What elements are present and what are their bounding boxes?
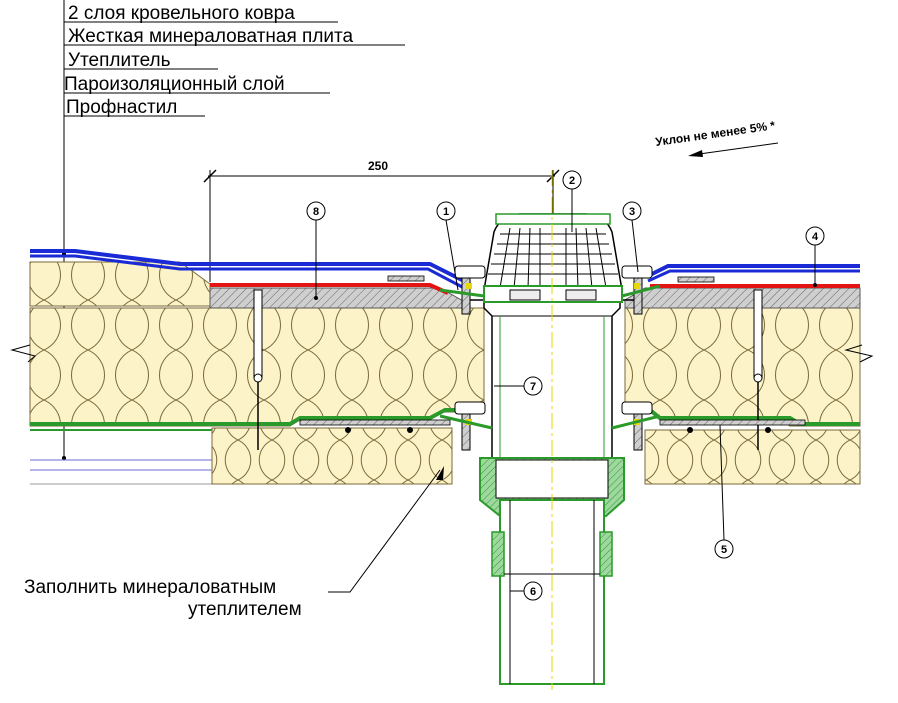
fill-note: Заполнить минераловатным утеплителем — [24, 466, 444, 620]
callout-7 — [523, 376, 543, 396]
screed-right — [624, 287, 861, 309]
roof-drain — [439, 170, 661, 690]
layer-legend: 2 слоя кровельного ковра Жесткая минерал… — [62, 0, 405, 460]
roof-section — [10, 249, 874, 485]
callout-2 — [562, 170, 582, 190]
callout-5 — [714, 539, 734, 559]
svg-text:8: 8 — [313, 206, 319, 218]
fasteners — [253, 275, 806, 450]
callout-6 — [523, 581, 543, 601]
svg-text:3: 3 — [629, 206, 635, 218]
slope-note-text: Уклон не менее 5% * — [654, 118, 776, 149]
svg-text:2: 2 — [569, 175, 575, 187]
break-left — [10, 344, 37, 363]
callouts: 8 1 2 3 4 5 6 7 — [306, 170, 825, 601]
screed-left — [209, 287, 466, 309]
break-right — [844, 344, 874, 363]
lower-insulation-left — [211, 427, 453, 485]
layer-label-3: Утеплитель — [68, 50, 171, 71]
layer-label-5: Профнастил — [66, 97, 177, 118]
fill-note-line1: Заполнить минераловатным — [24, 577, 276, 598]
callout-8 — [306, 201, 326, 221]
fill-note-line2: утеплителем — [188, 599, 302, 620]
layer-label-1: 2 слоя кровельного ковра — [68, 3, 295, 24]
svg-text:6: 6 — [530, 586, 536, 598]
membrane-left-bottom — [30, 254, 467, 291]
membrane-left-top — [30, 249, 471, 286]
upper-clamp — [439, 265, 661, 315]
svg-text:7: 7 — [530, 381, 536, 393]
slope-note: Уклон не менее 5% * — [654, 118, 779, 157]
layer-label-4: Пароизоляционный слой — [64, 74, 285, 95]
membrane-right-bottom — [647, 269, 860, 283]
svg-text:4: 4 — [812, 231, 819, 243]
leaf-guard — [483, 213, 623, 291]
insulation-right — [624, 307, 861, 427]
callout-4 — [805, 226, 825, 246]
vapour-barrier-left — [30, 408, 470, 426]
svg-text:1: 1 — [443, 206, 449, 218]
drain-body — [470, 299, 636, 459]
lower-insulation-right — [644, 429, 861, 485]
callout-3 — [622, 201, 642, 221]
layer-label-2: Жесткая минераловатная плита — [68, 26, 354, 47]
callout-1 — [436, 201, 456, 221]
dimension-value: 250 — [368, 159, 388, 173]
lower-clamp — [439, 401, 661, 451]
membrane-right-top — [647, 264, 860, 278]
svg-text:5: 5 — [721, 544, 727, 556]
